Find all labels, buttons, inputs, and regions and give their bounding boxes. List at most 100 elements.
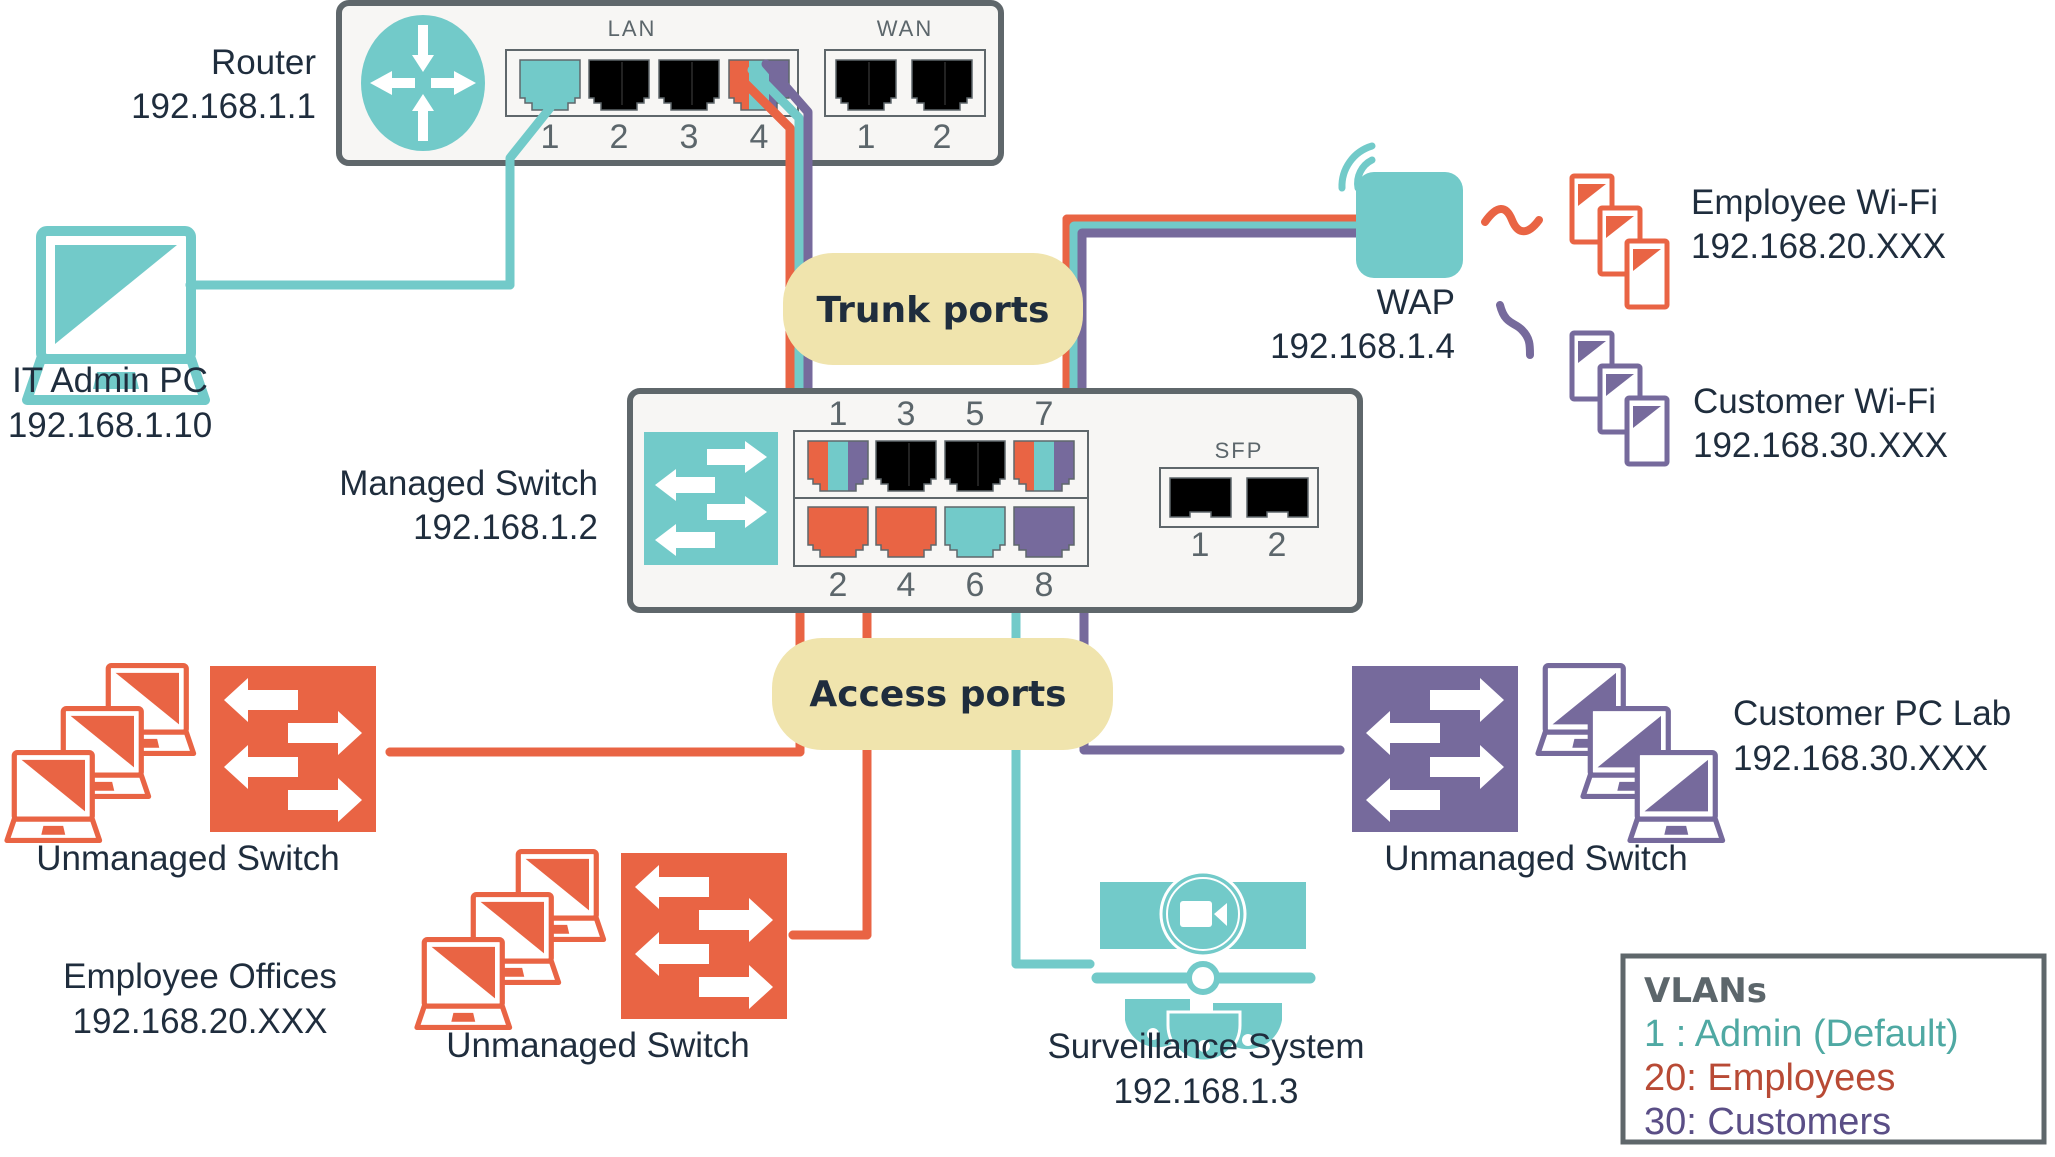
customer-wireless-signal-icon <box>1496 301 1534 359</box>
employee-laptops-left <box>4 662 197 844</box>
legend-item-admin: 1 : Admin (Default) <box>1644 1013 1959 1055</box>
router-wan-port-number: 2 <box>933 118 952 156</box>
router-lan-port-2[interactable] <box>588 59 650 111</box>
managed-switch-port-7[interactable] <box>1013 440 1075 492</box>
unmanaged-switch-left[interactable] <box>210 666 376 832</box>
managed-switch-port-number: 7 <box>1035 395 1054 433</box>
switch-icon <box>210 666 376 832</box>
sfp-panel <box>1159 467 1319 528</box>
customer-wifi-name: Customer Wi-Fi <box>1693 382 1936 421</box>
laptop-icon <box>53 705 152 800</box>
customer-laptops <box>1535 662 1726 844</box>
wap-name: WAP <box>1377 283 1455 322</box>
surveillance-system[interactable] <box>1091 870 1316 1063</box>
switch-icon <box>644 432 778 565</box>
unmanaged-switch-bottom[interactable] <box>621 853 787 1019</box>
trunk-ports-label: Trunk ports <box>817 290 1050 331</box>
managed-switch-port-3[interactable] <box>875 440 937 492</box>
sfp-label: SFP <box>1215 438 1264 463</box>
managed-switch-port-number: 6 <box>966 566 985 604</box>
unmanaged-switch-bottom-name: Unmanaged Switch <box>446 1026 750 1065</box>
router-wan-port-number: 1 <box>857 118 876 156</box>
phone-icon <box>1624 238 1670 310</box>
surveillance-name: Surveillance System <box>1047 1027 1364 1066</box>
router-lan-port-number: 2 <box>610 118 629 156</box>
sfp-port-2[interactable] <box>1246 477 1309 518</box>
managed-switch-port-number: 1 <box>829 395 848 433</box>
unmanaged-switch-right-name: Unmanaged Switch <box>1384 839 1688 878</box>
managed-switch-bottom-ports: 2 4 6 8 <box>807 506 1075 604</box>
cable-router-to-admin-pc-overlay <box>185 103 555 290</box>
customer-wifi-ip: 192.168.30.XXX <box>1693 426 1948 465</box>
router-lan-port-1[interactable] <box>519 59 581 111</box>
customer-pc-lab-name: Customer PC Lab <box>1733 694 2011 733</box>
trunk-ports-bubble: Trunk ports <box>783 253 1083 365</box>
sfp-port-number: 1 <box>1191 526 1210 564</box>
router-lan-port-3[interactable] <box>658 59 720 111</box>
legend-title: VLANs <box>1644 971 1767 1011</box>
managed-switch-name: Managed Switch <box>339 464 598 503</box>
security-camera-icon <box>1091 870 1316 1063</box>
router-wan-label: WAN <box>877 16 934 41</box>
it-admin-pc-ip: 192.168.1.10 <box>8 406 212 445</box>
router-lan-port-number: 3 <box>680 118 699 156</box>
employee-wireless-signal-icon <box>1481 205 1543 236</box>
unmanaged-switch-left-name: Unmanaged Switch <box>36 839 340 878</box>
phone-icon <box>1624 395 1670 467</box>
surveillance-ip: 192.168.1.3 <box>1114 1072 1299 1111</box>
managed-switch-port-5[interactable] <box>944 440 1006 492</box>
managed-switch-port-1[interactable] <box>807 440 869 492</box>
it-admin-pc[interactable] <box>22 226 210 405</box>
managed-switch-port-8[interactable] <box>1013 506 1075 558</box>
laptop-icon <box>414 936 513 1031</box>
employee-offices-ip: 192.168.20.XXX <box>73 1002 328 1041</box>
managed-switch-port-4[interactable] <box>875 506 937 558</box>
wifi-signal-icon <box>1338 142 1376 192</box>
legend-item-customers: 30: Customers <box>1644 1101 1891 1143</box>
switch-icon <box>1352 666 1518 832</box>
customer-wifi-devices <box>1569 330 1670 467</box>
vlan-legend: VLANs 1 : Admin (Default) 20: Employees … <box>1620 953 2047 1145</box>
sfp-port-number: 2 <box>1268 526 1287 564</box>
router-wan-port-2[interactable] <box>911 59 973 111</box>
router-lan-label: LAN <box>608 16 657 41</box>
managed-switch-top-ports: 1 3 5 7 <box>807 395 1075 492</box>
laptop-icon <box>22 226 210 405</box>
router-ip: 192.168.1.1 <box>131 87 316 126</box>
managed-switch-port-number: 5 <box>966 395 985 433</box>
managed-switch-port-number: 8 <box>1035 566 1054 604</box>
it-admin-pc-name: IT Admin PC <box>12 361 208 400</box>
managed-switch-port-number: 2 <box>829 566 848 604</box>
access-ports-bubble: Access ports <box>772 638 1113 750</box>
wap[interactable] <box>1338 142 1463 278</box>
wireless-access-point-icon <box>1356 172 1463 278</box>
managed-switch-port-number: 4 <box>897 566 916 604</box>
laptop-icon <box>1627 749 1726 844</box>
employee-wifi-ip: 192.168.20.XXX <box>1691 227 1946 266</box>
router-lan-port-number: 1 <box>541 118 560 156</box>
router-lan-panel <box>505 49 799 117</box>
managed-switch-port-number: 3 <box>897 395 916 433</box>
access-ports-label: Access ports <box>809 674 1066 715</box>
wap-ip: 192.168.1.4 <box>1270 327 1455 366</box>
laptop-icon <box>4 749 103 844</box>
unmanaged-switch-right[interactable] <box>1352 666 1518 832</box>
managed-switch-ip: 192.168.1.2 <box>413 508 598 547</box>
managed-switch-port-6[interactable] <box>944 506 1006 558</box>
managed-switch-port-2[interactable] <box>807 506 869 558</box>
customer-pc-lab-ip: 192.168.30.XXX <box>1733 739 1988 778</box>
employee-laptops-bottom <box>414 848 607 1031</box>
router-lan-port-number: 4 <box>750 118 769 156</box>
switch-icon <box>621 853 787 1019</box>
employee-offices-name: Employee Offices <box>63 957 337 996</box>
router-wan-port-1[interactable] <box>835 59 897 111</box>
employee-wifi-devices <box>1569 173 1670 310</box>
employee-wifi-name: Employee Wi-Fi <box>1691 183 1938 222</box>
router-name: Router <box>211 43 316 82</box>
sfp-port-1[interactable] <box>1169 477 1232 518</box>
